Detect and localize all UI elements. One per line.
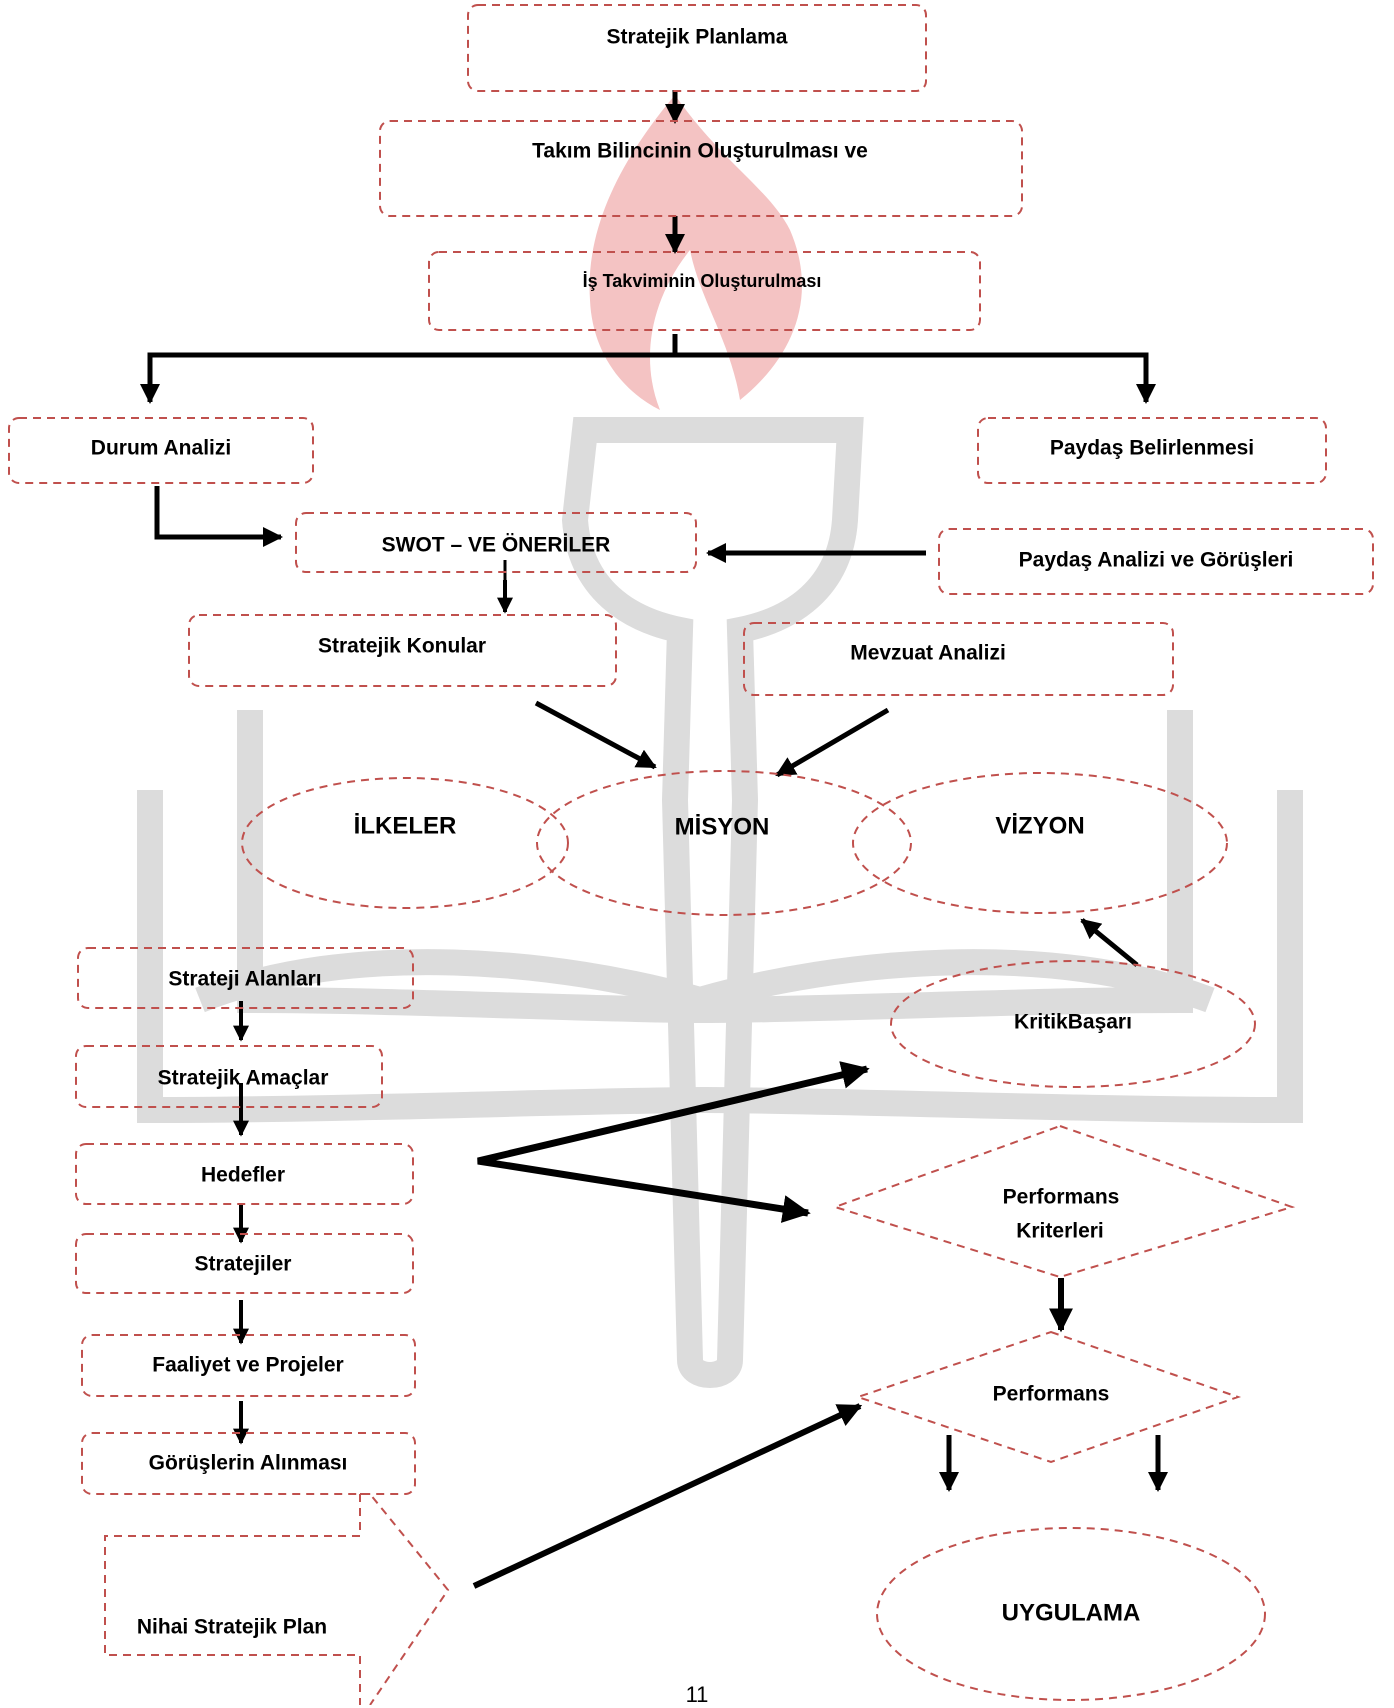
node-hedefler: Hedefler: [75, 1143, 414, 1205]
node-ilkeler: İLKELER: [241, 777, 569, 909]
svg-text:Paydaş Analizi ve Görüşleri: Paydaş Analizi ve Görüşleri: [1019, 549, 1294, 572]
node-performans-kriterleri: Performans Kriterleri: [831, 1124, 1296, 1279]
node-uygulama: UYGULAMA: [876, 1527, 1266, 1701]
svg-text:İLKELER: İLKELER: [354, 812, 457, 839]
svg-text:Hedefler: Hedefler: [201, 1164, 285, 1187]
node-paydas-belirlenmesi: Paydaş Belirlenmesi: [977, 417, 1327, 484]
svg-text:KritikBaşarı: KritikBaşarı: [1014, 1011, 1132, 1034]
svg-text:Kriterleri: Kriterleri: [1016, 1220, 1104, 1243]
svg-text:MİSYON: MİSYON: [675, 813, 770, 840]
svg-text:Stratejiler: Stratejiler: [195, 1253, 292, 1276]
svg-text:Takım Bilincinin Oluşturulması: Takım Bilincinin Oluşturulması ve: [532, 140, 868, 163]
svg-text:Stratejik Konular: Stratejik Konular: [318, 635, 486, 658]
connectors: [140, 90, 1168, 1589]
node-stratejik-planlama: Stratejik Planlama: [467, 4, 927, 92]
svg-text:Stratejik Planlama: Stratejik Planlama: [607, 26, 788, 49]
node-faaliyet-projeler: Faaliyet ve Projeler: [81, 1334, 416, 1397]
svg-text:SWOT – VE ÖNERİLER: SWOT – VE ÖNERİLER: [382, 534, 611, 557]
svg-text:Görüşlerin Alınması: Görüşlerin Alınması: [149, 1452, 348, 1475]
node-kritik-basari: KritikBaşarı: [890, 960, 1256, 1088]
node-vizyon: VİZYON: [852, 772, 1228, 914]
node-stratejiler: Stratejiler: [75, 1233, 414, 1294]
node-takim-bilinci: Takım Bilincinin Oluşturulması ve: [379, 120, 1023, 217]
node-performans: Performans: [854, 1330, 1242, 1464]
node-strateji-alanlari: Strateji Alanları: [77, 947, 414, 1009]
watermark-emblem: [137, 95, 1303, 1388]
node-durum-analizi: Durum Analizi: [8, 417, 314, 484]
svg-text:Performans: Performans: [993, 1383, 1110, 1406]
node-swot: SWOT – VE ÖNERİLER: [295, 512, 697, 573]
node-nihai-plan: Nihai Stratejik Plan: [104, 1493, 450, 1705]
svg-text:Nihai Stratejik Plan: Nihai Stratejik Plan: [137, 1616, 327, 1639]
svg-text:Mevzuat Analizi: Mevzuat Analizi: [850, 642, 1006, 665]
node-misyon: MİSYON: [536, 770, 912, 916]
node-is-takvimi: İş Takviminin Oluşturulması: [428, 251, 981, 331]
svg-text:Durum Analizi: Durum Analizi: [91, 437, 231, 460]
svg-text:Stratejik Amaçlar: Stratejik Amaçlar: [158, 1067, 329, 1090]
svg-text:VİZYON: VİZYON: [995, 812, 1084, 839]
svg-text:Performans: Performans: [1003, 1186, 1120, 1209]
svg-text:İş Takviminin Oluşturulması: İş Takviminin Oluşturulması: [583, 271, 822, 291]
svg-text:UYGULAMA: UYGULAMA: [1002, 1599, 1141, 1626]
node-stratejik-konular: Stratejik Konular: [188, 614, 617, 687]
svg-text:Strateji Alanları: Strateji Alanları: [168, 968, 321, 991]
node-paydas-analizi: Paydaş Analizi ve Görüşleri: [938, 528, 1374, 595]
svg-text:Faaliyet ve Projeler: Faaliyet ve Projeler: [152, 1354, 343, 1377]
node-mevzuat-analizi: Mevzuat Analizi: [743, 622, 1174, 696]
svg-text:Paydaş Belirlenmesi: Paydaş Belirlenmesi: [1050, 437, 1254, 460]
node-stratejik-amaclar: Stratejik Amaçlar: [75, 1045, 383, 1108]
node-gorus-alinmasi: Görüşlerin Alınması: [81, 1432, 416, 1495]
page-number: 11: [685, 1682, 709, 1707]
